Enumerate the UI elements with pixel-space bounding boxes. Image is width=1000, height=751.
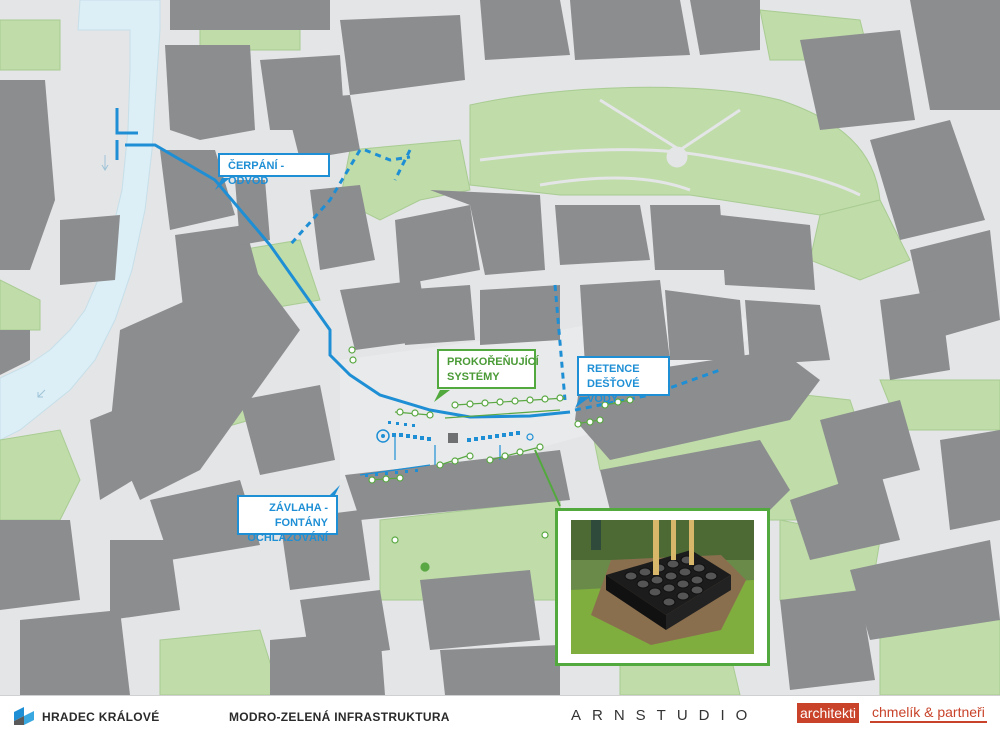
park-paths <box>479 98 861 197</box>
callout-pointer <box>215 178 230 190</box>
outlet-symbol <box>526 433 534 441</box>
tree-markers <box>348 346 634 572</box>
callout-pumping-drainage: ČERPÁNÍ - ODVOD <box>218 153 330 187</box>
drainage-line <box>115 108 721 476</box>
buildings <box>0 0 1000 695</box>
city-name: HRADEC KRÁLOVÉ <box>42 710 160 724</box>
city-logo-icon <box>14 707 34 725</box>
fountain-center <box>381 434 385 438</box>
project-title: MODRO-ZELENÁ INFRASTRUKTURA <box>229 710 450 724</box>
square-monument <box>448 433 458 443</box>
footer-bar: HRADEC KRÁLOVÉ MODRO-ZELENÁ INFRASTRUKTU… <box>0 695 1000 751</box>
photo-inset[interactable] <box>555 508 770 666</box>
architects-logo-part-1: architekti <box>797 703 860 723</box>
photo-connector <box>534 449 561 507</box>
river <box>0 0 161 441</box>
architects-logo: architekti chmelík & partneři <box>797 703 987 723</box>
callout-root-systems: PROKOŘEŇUJÍCÍ SYSTÉMY <box>437 349 539 389</box>
callout-pointer <box>575 397 590 408</box>
river-flow-arrows <box>37 155 109 398</box>
callout-line-2: SYSTÉMY <box>447 371 500 383</box>
fountain-symbol <box>376 429 390 443</box>
irrigation-dots <box>365 421 520 477</box>
callout-text: ČERPÁNÍ - ODVOD <box>228 160 285 187</box>
architects-logo-part-2: chmelík & partneři <box>870 703 987 723</box>
callout-line-1: RETENCE <box>587 363 640 375</box>
callout-pointer <box>434 390 450 402</box>
callout-line-1: ZÁVLAHA - FONTÁNY <box>269 502 328 529</box>
callout-pointer <box>330 485 340 495</box>
root-cell-photo <box>571 520 754 654</box>
callout-line-1: PROKOŘEŇUJÍCÍ <box>447 356 539 368</box>
city-map[interactable] <box>0 0 1000 695</box>
callout-rainwater-retention: RETENCE DEŠŤOVÉ VODY <box>577 356 670 405</box>
callout-line-2: DEŠŤOVÉ VODY <box>587 378 640 405</box>
callout-irrigation-cooling: ZÁVLAHA - FONTÁNY OCHLAZOVÁNÍ <box>237 495 338 544</box>
callout-line-2: OCHLAZOVÁNÍ <box>247 532 328 544</box>
studio-name: ARNSTUDIO <box>571 707 759 724</box>
